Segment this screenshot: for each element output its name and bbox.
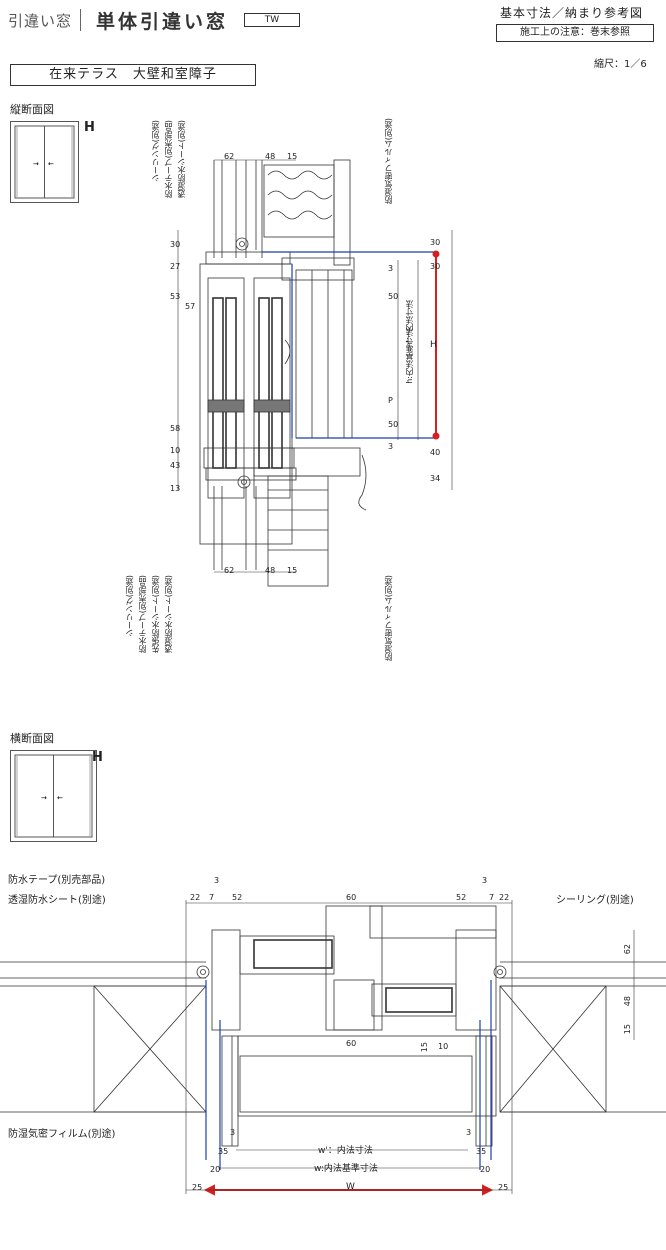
dim-h-bottom-20-left: 20 xyxy=(210,1165,221,1174)
dim-h-right-15: 15 xyxy=(623,1024,632,1035)
dim-w-prime-label: w'：内法寸法 xyxy=(318,1146,373,1156)
window-category: 引違い窓 xyxy=(8,12,73,30)
dim-left-13: 13 xyxy=(170,484,181,493)
horizontal-section-title: 横断面図 xyxy=(10,732,54,745)
dim-right-50-top: 50 xyxy=(388,292,399,301)
dim-h-label: H xyxy=(430,340,437,350)
svg-text:←: ← xyxy=(48,160,54,168)
dim-h-bottom-20-right: 20 xyxy=(480,1165,491,1174)
dim-right-3-bottom: 3 xyxy=(388,442,394,451)
dim-left-53: 53 xyxy=(170,292,181,301)
dim-left-58: 58 xyxy=(170,424,181,433)
dim-h-top-3-right: 3 xyxy=(482,876,488,885)
callout-sealing-bottom: シーリング(別途) xyxy=(125,575,134,638)
callout-h-vapor-film: 防湿気密フィルム(別途) xyxy=(8,1129,116,1140)
dim-h-bottom-3-right: 3 xyxy=(466,1128,472,1137)
dim-right-p: P xyxy=(388,396,393,405)
construction-note: 施工上の注意：巻末参照 xyxy=(496,24,654,42)
scale-label: 縮尺：1／6 xyxy=(594,59,647,70)
dim-right-50-bottom: 50 xyxy=(388,420,399,429)
dim-top-15: 15 xyxy=(287,152,298,161)
dim-h-mid-15: 15 xyxy=(420,1042,429,1053)
callout-waterproof-tape-bottom: 防水テープ(別売部品) xyxy=(138,575,147,654)
horizontal-thumb-label: H xyxy=(92,750,103,765)
dim-top-48: 48 xyxy=(265,152,276,161)
dim-h-bottom-35-right: 35 xyxy=(476,1147,487,1156)
svg-text:→: → xyxy=(33,160,39,168)
horizontal-thumb-window: →← xyxy=(10,750,97,842)
dim-bottom-48: 48 xyxy=(265,566,276,575)
dim-h-top-52-right: 52 xyxy=(456,893,467,902)
page-title: 単体引違い窓 xyxy=(96,11,229,33)
vertical-section-title: 縦断面図 xyxy=(10,103,54,116)
dim-left-27: 27 xyxy=(170,262,181,271)
dim-right-outer-30a: 30 xyxy=(430,238,441,247)
installation-caption: 在来テラス 大壁和室障子 xyxy=(10,64,256,86)
dim-h-top-3-left: 3 xyxy=(214,876,220,885)
dim-inner-label-2: h'：内法寸法 xyxy=(405,300,414,348)
dim-h-mid-60: 60 xyxy=(346,1039,357,1048)
dim-bottom-15: 15 xyxy=(287,566,298,575)
dim-h-right-48: 48 xyxy=(623,996,632,1007)
dim-w-label: w:内法基準寸法 xyxy=(314,1164,378,1174)
dim-h-mid-10: 10 xyxy=(438,1042,449,1051)
dim-W-label: W xyxy=(346,1182,355,1192)
dim-left-30: 30 xyxy=(170,240,181,249)
vertical-thumb-window: →← xyxy=(10,121,79,203)
vertical-thumb-label: H xyxy=(84,120,95,135)
dim-left-43: 43 xyxy=(170,461,181,470)
dim-h-top-22-left: 22 xyxy=(190,893,201,902)
callout-sealing-top: シーリング(別途) xyxy=(151,120,160,183)
callout-waterproof-tape-top: 防水テープ(別売部品) xyxy=(164,120,173,199)
dim-right-outer-34: 34 xyxy=(430,474,441,483)
dim-h-bottom-3-left: 3 xyxy=(230,1128,236,1137)
callout-h-waterproof-tape: 防水テープ(別売部品) xyxy=(8,875,106,886)
dim-right-outer-30b: 30 xyxy=(430,262,441,271)
horizontal-section-drawing xyxy=(0,900,666,1196)
dim-h-top-52-left: 52 xyxy=(232,893,243,902)
dim-h-bottom-25-right: 25 xyxy=(498,1183,509,1192)
svg-text:→: → xyxy=(41,794,47,802)
dim-h-top-7-right: 7 xyxy=(489,893,495,902)
doc-type: 基本寸法／納まり参考図 xyxy=(500,6,644,20)
window-thumb-icon: →← xyxy=(14,754,93,838)
callout-vapor-film-top: 防湿気密フィルム(別途) xyxy=(384,118,393,205)
callout-permeable-sheet-bottom: 透湿防水シート(別途) xyxy=(164,575,173,654)
dim-h-top-60: 60 xyxy=(346,893,357,902)
series-code-badge: TW xyxy=(244,13,300,27)
dim-left-57: 57 xyxy=(185,302,196,311)
dim-h-top-22-right: 22 xyxy=(499,893,510,902)
dim-h-bottom-25-left: 25 xyxy=(192,1183,203,1192)
header-divider xyxy=(80,9,81,31)
vertical-section-drawing xyxy=(177,159,453,587)
dim-top-62: 62 xyxy=(224,152,235,161)
dim-h-bottom-35-left: 35 xyxy=(218,1147,229,1156)
callout-h-sealing: シーリング(別途) xyxy=(556,895,634,906)
dim-h-right-62: 62 xyxy=(623,944,632,955)
callout-h-permeable-sheet: 透湿防水シート(別途) xyxy=(8,895,106,906)
svg-text:←: ← xyxy=(57,794,63,802)
dim-right-outer-40: 40 xyxy=(430,448,441,457)
dim-h-top-7-left: 7 xyxy=(209,893,215,902)
dim-right-3-top: 3 xyxy=(388,264,394,273)
callout-vapor-film-bottom: 防湿気密フィルム(別途) xyxy=(384,575,393,662)
dim-bottom-62: 62 xyxy=(224,566,235,575)
callout-pre-waterproof-sheet: 先張防水シート(別途) xyxy=(151,575,160,654)
callout-permeable-sheet-top: 透湿防水シート(別途) xyxy=(177,120,186,199)
window-thumb-icon: →← xyxy=(14,125,75,199)
dim-left-10: 10 xyxy=(170,446,181,455)
